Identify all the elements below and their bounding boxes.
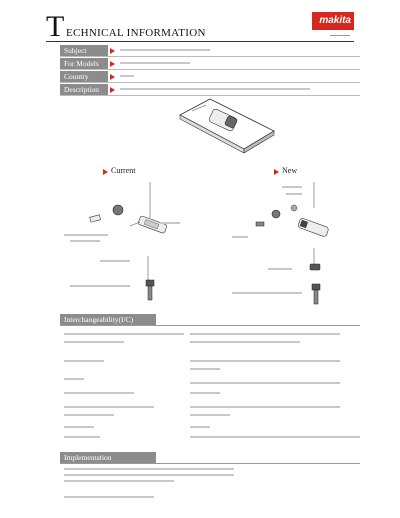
arrow-icon bbox=[110, 87, 115, 93]
description-value bbox=[120, 88, 310, 90]
implementation-heading: Implementation bbox=[60, 452, 156, 463]
subject-value bbox=[120, 49, 210, 51]
for-models-label: For Models bbox=[60, 58, 108, 69]
title-initial: T bbox=[46, 10, 65, 43]
callout-text bbox=[282, 186, 302, 188]
arrow-icon bbox=[110, 61, 115, 67]
arrow-icon bbox=[110, 48, 115, 54]
callout-text bbox=[70, 240, 100, 242]
text-line bbox=[190, 392, 220, 394]
callout-text bbox=[232, 236, 248, 238]
interchangeability-heading: Interchangeability(I/C) bbox=[60, 314, 156, 325]
text-line bbox=[64, 406, 154, 408]
text-line bbox=[190, 333, 340, 335]
current-parts-illustration bbox=[89, 182, 167, 301]
text-line bbox=[64, 360, 104, 362]
text-line bbox=[190, 341, 300, 343]
callout-text bbox=[286, 193, 302, 195]
callout-text bbox=[232, 292, 302, 294]
subject-label: Subject bbox=[60, 45, 108, 56]
country-label: Country bbox=[60, 71, 108, 82]
arrow-icon bbox=[103, 169, 108, 175]
for-models-value bbox=[120, 62, 190, 64]
callout-text bbox=[100, 260, 130, 262]
row-divider bbox=[60, 95, 360, 96]
text-line bbox=[64, 392, 134, 394]
callout-text bbox=[70, 285, 130, 287]
text-line bbox=[190, 426, 210, 428]
callout-text bbox=[268, 268, 292, 270]
text-line bbox=[190, 414, 230, 416]
text-line bbox=[64, 480, 174, 482]
row-divider bbox=[60, 56, 360, 57]
text-line bbox=[64, 378, 84, 380]
brand-logo: makita bbox=[312, 12, 354, 30]
current-column-heading: Current bbox=[111, 166, 136, 175]
text-line bbox=[190, 382, 340, 384]
arrow-icon bbox=[274, 169, 279, 175]
text-line bbox=[64, 426, 94, 428]
document-title: ECHNICAL INFORMATION bbox=[66, 27, 206, 39]
arrow-icon bbox=[110, 74, 115, 80]
base-plate-illustration bbox=[179, 98, 275, 154]
reference-number bbox=[330, 35, 350, 36]
text-line bbox=[64, 333, 184, 335]
new-parts-illustration bbox=[255, 182, 329, 305]
section-divider bbox=[60, 325, 360, 326]
text-line bbox=[64, 496, 154, 498]
callout-text bbox=[160, 222, 180, 224]
text-line bbox=[190, 360, 340, 362]
section-divider bbox=[60, 463, 360, 464]
text-line bbox=[64, 341, 124, 343]
text-line bbox=[64, 414, 114, 416]
text-line bbox=[190, 368, 220, 370]
row-divider bbox=[60, 69, 360, 70]
row-divider bbox=[60, 82, 360, 83]
country-value bbox=[120, 75, 134, 77]
text-line bbox=[64, 474, 234, 476]
description-label: Description bbox=[60, 84, 108, 95]
new-column-heading: New bbox=[282, 166, 298, 175]
text-line bbox=[64, 436, 100, 438]
text-line bbox=[64, 468, 234, 470]
callout-text bbox=[64, 234, 108, 236]
title-underline bbox=[46, 41, 354, 42]
text-line bbox=[190, 436, 360, 438]
text-line bbox=[190, 406, 340, 408]
